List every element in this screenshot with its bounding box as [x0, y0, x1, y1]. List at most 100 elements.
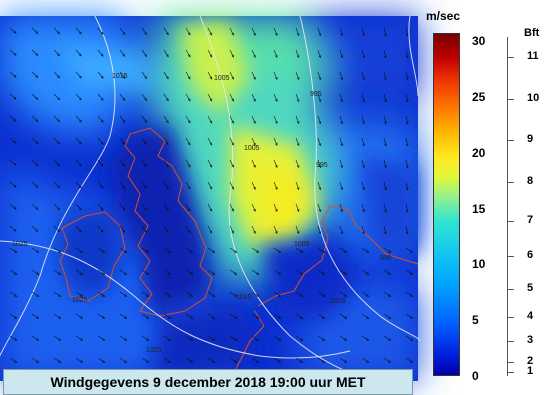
colorbar-tick-label: 5 — [472, 313, 479, 328]
colorbar-tick-label: 10 — [472, 257, 486, 272]
wind-arrow — [119, 357, 128, 363]
isobar-label: 1005 — [214, 75, 230, 82]
wind-arrow — [163, 269, 172, 275]
wind-arrow — [207, 225, 213, 234]
wind-arrow — [383, 71, 387, 81]
wind-arrow — [97, 49, 104, 57]
wind-arrow — [317, 225, 322, 235]
wind-arrow — [383, 269, 392, 275]
wind-arrow — [119, 159, 126, 167]
wind-arrow — [75, 27, 82, 35]
wind-arrow — [251, 335, 260, 341]
wind-arrow — [229, 291, 238, 297]
beaufort-tick-label: 8 — [527, 175, 534, 187]
wind-arrow — [53, 225, 61, 233]
wind-arrow — [9, 181, 17, 188]
wind-arrow — [185, 71, 191, 80]
wind-arrow — [207, 335, 216, 341]
wind-arrow — [163, 203, 169, 212]
wind-arrow — [53, 203, 61, 211]
wind-arrow — [339, 71, 344, 81]
wind-arrow — [361, 27, 365, 37]
wind-arrow — [53, 313, 62, 319]
wind-arrow — [229, 225, 234, 234]
wind-arrow — [295, 159, 300, 169]
isobar-label: 1025 — [146, 347, 162, 354]
wind-arrow — [53, 49, 61, 57]
isobar-label: 1005 — [244, 145, 260, 152]
wind-arrow — [119, 27, 126, 35]
wind-arrow — [75, 93, 82, 101]
wind-arrow — [229, 27, 234, 36]
beaufort-tick-label: 4 — [527, 310, 534, 322]
wind-arrow — [75, 269, 84, 275]
wind-arrow — [383, 313, 392, 319]
wind-arrow — [383, 115, 387, 125]
wind-arrow — [317, 291, 326, 297]
wind-arrow — [141, 335, 150, 341]
beaufort-tick-label: 1 — [527, 365, 534, 377]
wind-arrow — [251, 357, 260, 363]
wind-arrow — [251, 93, 256, 102]
wind-arrow — [361, 291, 370, 297]
wind-arrow — [383, 225, 387, 235]
wind-arrow — [207, 291, 216, 297]
wind-arrow — [75, 137, 82, 145]
wind-arrow — [141, 49, 147, 58]
wind-arrow — [207, 71, 213, 80]
wind-arrow — [273, 225, 278, 235]
wind-arrow — [141, 137, 147, 146]
isobar-label: 995 — [310, 91, 322, 98]
wind-arrow — [251, 225, 256, 234]
wind-arrow — [273, 247, 282, 253]
wind-arrow — [119, 225, 126, 233]
wind-arrow — [163, 71, 169, 80]
wind-arrow — [119, 181, 126, 189]
colorbar-tick-label: 20 — [472, 145, 486, 160]
beaufort-tick — [507, 57, 514, 58]
wind-arrow — [405, 247, 414, 253]
beaufort-tick-label: 3 — [527, 334, 534, 346]
beaufort-tick — [507, 372, 514, 373]
wind-arrow — [361, 335, 370, 341]
wind-arrow — [75, 357, 84, 363]
wind-arrow — [295, 269, 304, 275]
wind-arrow — [273, 269, 282, 275]
wind-arrow — [383, 291, 392, 297]
wind-arrow — [97, 335, 106, 341]
wind-arrow — [339, 225, 344, 235]
wind-arrow — [317, 115, 322, 125]
wind-arrow — [53, 269, 62, 275]
wind-arrow — [185, 247, 194, 253]
wind-arrow — [9, 71, 17, 78]
wind-arrow — [141, 291, 150, 297]
wind-arrow — [295, 71, 300, 81]
wind-arrow — [97, 181, 104, 189]
wind-arrow — [229, 203, 234, 212]
wind-arrow — [185, 115, 191, 124]
wind-arrow — [339, 203, 344, 213]
wind-arrow — [163, 335, 172, 341]
wind-arrow — [163, 313, 172, 319]
wind-arrow — [317, 247, 326, 253]
wind-arrow — [295, 181, 300, 191]
wind-arrow — [383, 93, 387, 103]
wind-arrow — [9, 291, 18, 297]
wind-arrow — [141, 159, 147, 168]
colorbar-tick-label: 15 — [472, 201, 486, 216]
wind-arrow — [97, 291, 106, 297]
beaufort-tick-label: 11 — [527, 50, 539, 62]
wind-arrow — [141, 181, 147, 190]
wind-arrow — [163, 27, 169, 36]
wind-arrow — [9, 159, 17, 166]
beaufort-tick — [507, 140, 514, 141]
wind-arrow — [97, 269, 106, 275]
wind-arrow — [317, 93, 322, 103]
wind-arrow — [163, 357, 172, 363]
wind-arrow — [405, 49, 409, 59]
map-caption: Windgegevens 9 december 2018 19:00 uur M… — [3, 369, 413, 395]
wind-arrow — [185, 291, 194, 297]
beaufort-tick — [507, 221, 514, 222]
wind-arrow — [317, 137, 322, 147]
wind-arrow — [273, 357, 282, 363]
